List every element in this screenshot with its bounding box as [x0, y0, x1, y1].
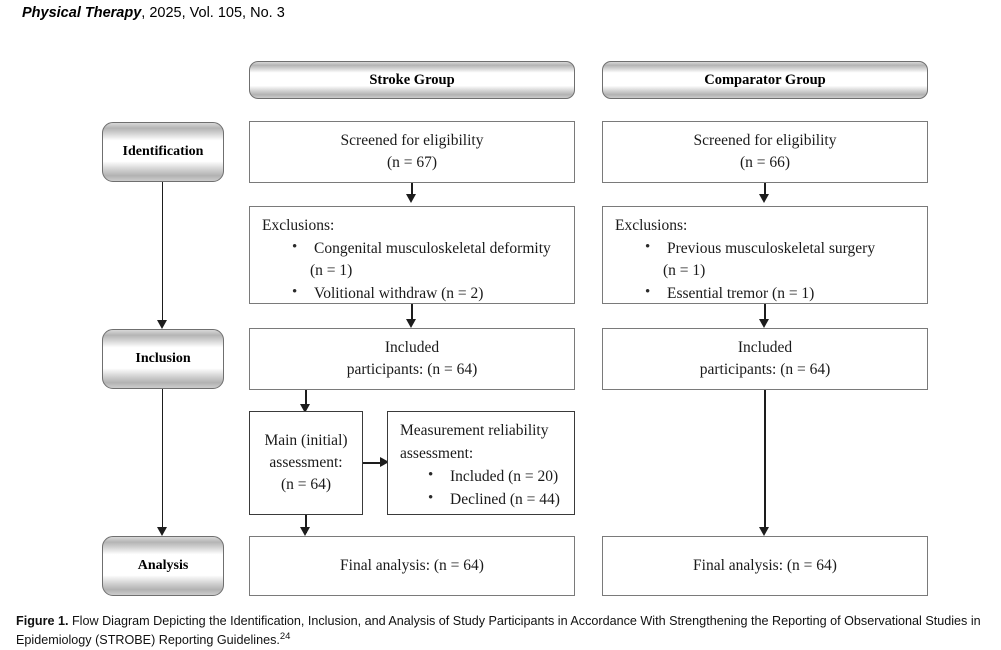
- comparator-screened-line1: Screened for eligibility: [693, 132, 837, 149]
- comparator-exclusions-box: Exclusions: Previous musculoskeletal sur…: [602, 206, 928, 304]
- stroke-screened-line2: (n = 67): [386, 154, 438, 171]
- column-header-stroke-label: Stroke Group: [369, 71, 455, 88]
- comparator-exclusions-title: Exclusions:: [615, 217, 688, 234]
- arrowhead-stroke-final: [300, 527, 310, 536]
- main-assessment-line1: Main (initial): [264, 432, 348, 449]
- stage-label-inclusion: Inclusion: [102, 329, 224, 389]
- comparator-exclusion-1-text: Previous musculoskeletal surgery: [667, 240, 876, 257]
- column-header-comparator: Comparator Group: [602, 61, 928, 99]
- reliability-item-1: Included (n = 20): [450, 468, 559, 485]
- list-item: Declined (n = 44): [428, 488, 564, 511]
- connector-stroke-screened-to-exclusions: [411, 183, 413, 195]
- comparator-final-box: Final analysis: (n = 64): [602, 536, 928, 596]
- comparator-exclusions-list: Previous musculoskeletal surgery (n = 1)…: [615, 237, 917, 305]
- reliability-line1: Measurement reliability: [400, 422, 549, 439]
- stroke-exclusions-list: Congenital musculoskeletal deformity (n …: [262, 237, 564, 305]
- connector-comparator-screened-to-exclusions: [764, 183, 766, 195]
- stage-label-identification-text: Identification: [122, 144, 204, 159]
- column-header-stroke: Stroke Group: [249, 61, 575, 99]
- comparator-included-line2: participants: (n = 64): [699, 361, 831, 378]
- arrowhead-comparator-exclusions: [759, 194, 769, 203]
- comparator-final-text: Final analysis: (n = 64): [693, 557, 837, 574]
- connector-main-to-reliability: [363, 462, 382, 464]
- comparator-exclusion-2-text: Essential tremor (n = 1): [667, 285, 815, 302]
- journal-issue: , 2025, Vol. 105, No. 3: [141, 5, 285, 21]
- figure-caption-text: Flow Diagram Depicting the Identificatio…: [16, 614, 981, 648]
- reliability-items-list: Included (n = 20) Declined (n = 44): [400, 465, 564, 511]
- journal-title: Physical Therapy: [22, 5, 142, 21]
- stroke-screened-box: Screened for eligibility (n = 67): [249, 121, 575, 183]
- arrowhead-stroke-exclusions: [406, 194, 416, 203]
- stroke-exclusion-1-text: Congenital musculoskeletal deformity: [314, 240, 551, 257]
- stroke-included-line1: Included: [384, 339, 440, 356]
- list-item: Volitional withdraw (n = 2): [292, 282, 564, 305]
- connector-stroke-exclusions-to-included: [411, 304, 413, 320]
- list-item: Previous musculoskeletal surgery (n = 1): [645, 237, 917, 282]
- stroke-included-line2: participants: (n = 64): [346, 361, 478, 378]
- stroke-exclusions-title: Exclusions:: [262, 217, 335, 234]
- reliability-assessment-box: Measurement reliability assessment: Incl…: [387, 411, 575, 515]
- journal-header: Physical Therapy, 2025, Vol. 105, No. 3: [22, 5, 285, 21]
- column-header-comparator-label: Comparator Group: [704, 71, 826, 88]
- stage-label-inclusion-text: Inclusion: [135, 351, 191, 366]
- stroke-exclusions-box: Exclusions: Congenital musculoskeletal d…: [249, 206, 575, 304]
- main-assessment-box: Main (initial) assessment: (n = 64): [249, 411, 363, 515]
- stroke-included-box: Included participants: (n = 64): [249, 328, 575, 390]
- comparator-exclusion-1-cont: (n = 1): [663, 262, 706, 279]
- arrowhead-comparator-final: [759, 527, 769, 536]
- comparator-screened-box: Screened for eligibility (n = 66): [602, 121, 928, 183]
- arrowhead-reliability-assessment: [380, 457, 389, 467]
- reliability-item-2: Declined (n = 44): [450, 491, 560, 508]
- stroke-exclusion-2-text: Volitional withdraw (n = 2): [314, 285, 484, 302]
- list-item: Included (n = 20): [428, 465, 564, 488]
- comparator-included-line1: Included: [737, 339, 793, 356]
- stroke-screened-line1: Screened for eligibility: [340, 132, 484, 149]
- stage-label-identification: Identification: [102, 122, 224, 182]
- connector-inclusion-to-analysis: [162, 389, 164, 527]
- list-item: Congenital musculoskeletal deformity (n …: [292, 237, 564, 282]
- connector-identification-to-inclusion: [162, 182, 164, 320]
- arrowhead-comparator-included: [759, 319, 769, 328]
- comparator-included-box: Included participants: (n = 64): [602, 328, 928, 390]
- figure-caption-label: Figure 1.: [16, 614, 69, 628]
- stroke-exclusion-1-cont: (n = 1): [310, 262, 353, 279]
- arrowhead-stroke-included: [406, 319, 416, 328]
- list-item: Essential tremor (n = 1): [645, 282, 917, 305]
- comparator-screened-line2: (n = 66): [739, 154, 791, 171]
- arrowhead-main-assessment: [300, 404, 310, 413]
- stage-label-analysis: Analysis: [102, 536, 224, 596]
- connector-comparator-exclusions-to-included: [764, 304, 766, 320]
- figure-caption: Figure 1. Flow Diagram Depicting the Ide…: [16, 612, 986, 650]
- figure-caption-reference: 24: [279, 631, 291, 643]
- arrowhead-identification-to-inclusion: [157, 320, 167, 329]
- connector-comparator-included-to-final: [764, 390, 766, 527]
- connector-stroke-included-to-main: [305, 390, 307, 406]
- arrowhead-inclusion-to-analysis: [157, 527, 167, 536]
- stroke-final-text: Final analysis: (n = 64): [340, 557, 484, 574]
- main-assessment-line2: assessment:: [269, 454, 343, 471]
- main-assessment-line3: (n = 64): [280, 476, 332, 493]
- stage-label-analysis-text: Analysis: [137, 558, 189, 573]
- connector-main-to-final-stroke: [305, 515, 307, 533]
- reliability-line2: assessment:: [400, 445, 474, 462]
- stroke-final-box: Final analysis: (n = 64): [249, 536, 575, 596]
